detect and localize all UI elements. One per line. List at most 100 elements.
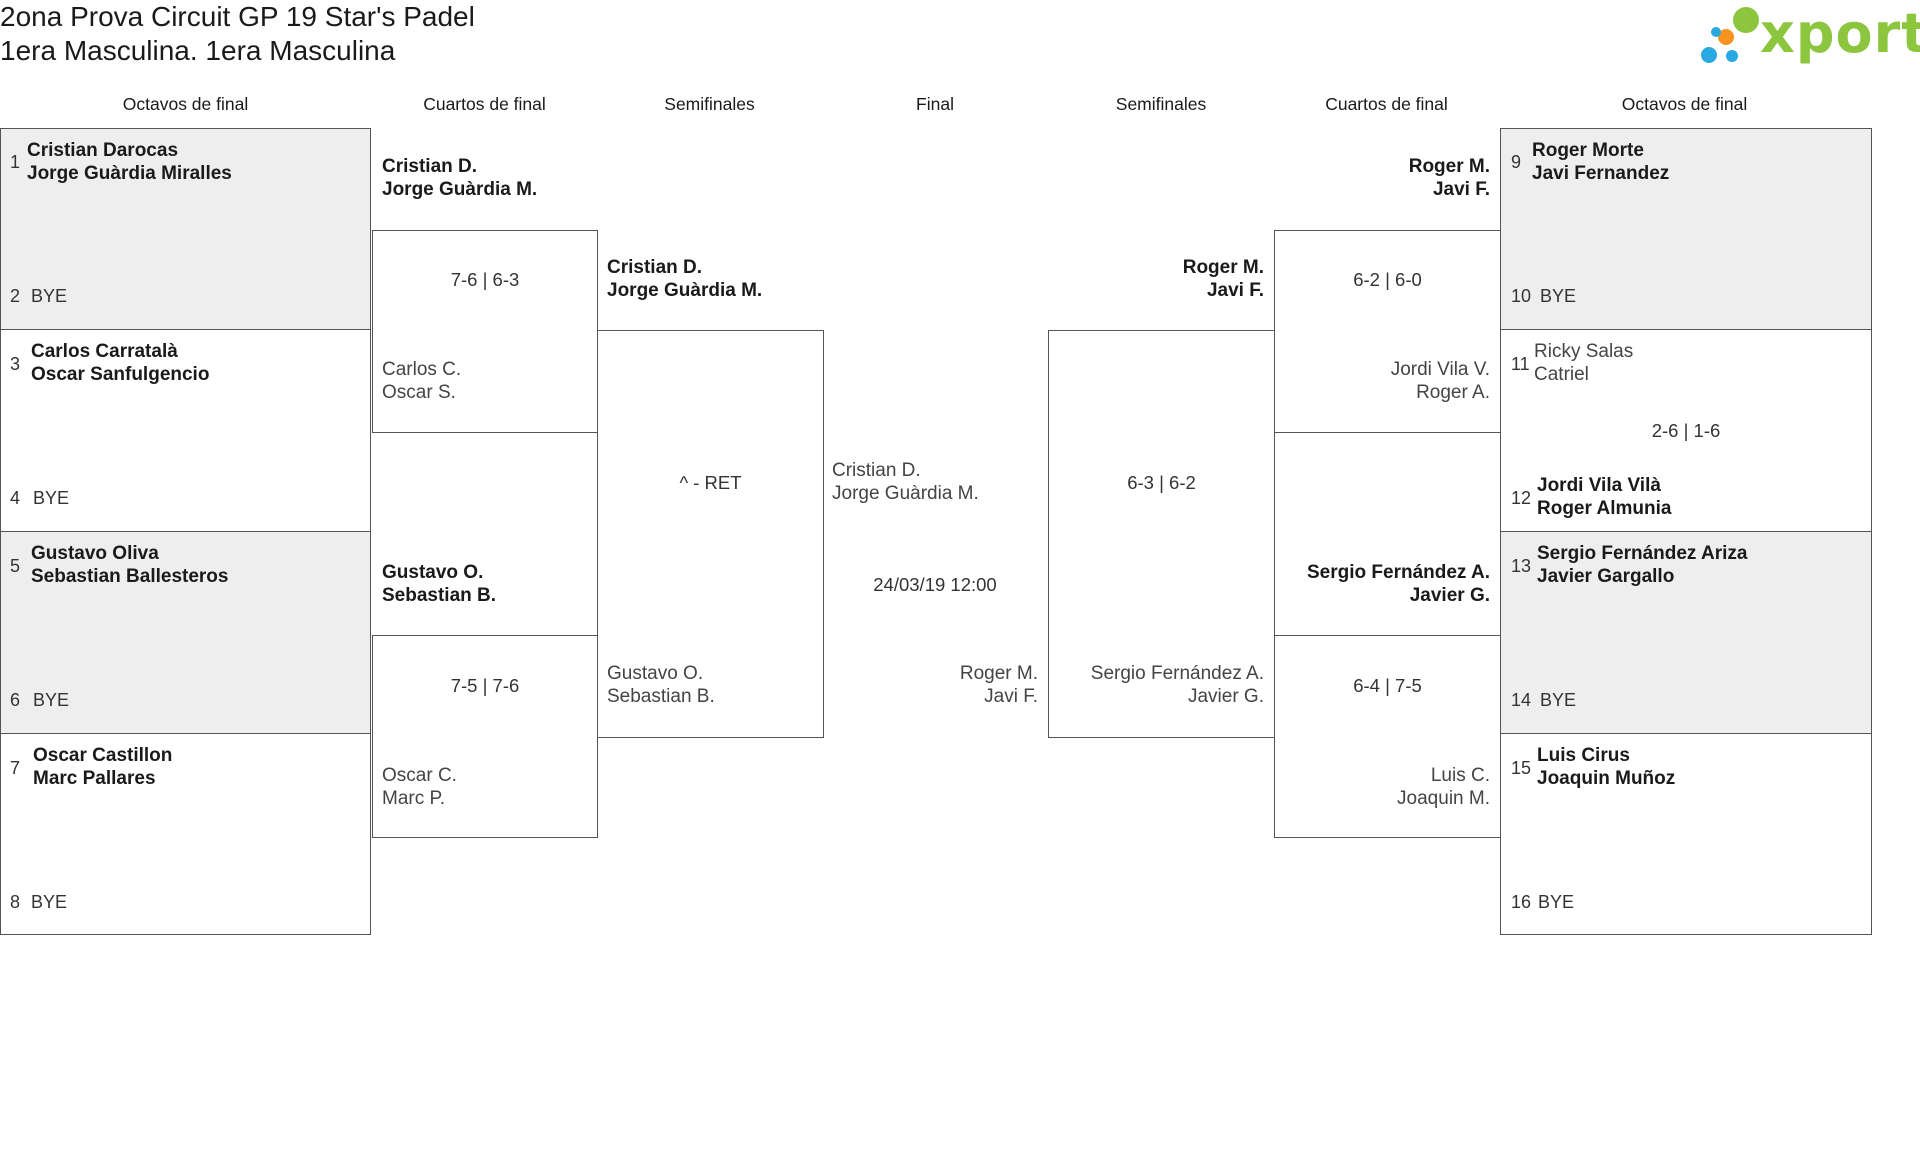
team-name[interactable]: Sergio Fernández Ariza Javier Gargallo [1537, 542, 1747, 588]
bye-label: BYE [31, 286, 68, 306]
player-name: Oscar S. [382, 382, 456, 403]
bye-label: BYE [1538, 892, 1575, 912]
player-name: Roger Almunia [1537, 498, 1672, 519]
team-name[interactable]: Roger M. Javi F. [1284, 155, 1490, 201]
bye-label: BYE [33, 690, 70, 710]
seed-number: 13 [1511, 556, 1532, 576]
team-name[interactable]: Jordi Vila Vilà Roger Almunia [1537, 474, 1671, 520]
match-score: ^ - RET [679, 472, 742, 493]
match-score: 6-2 | 6-0 [1353, 269, 1422, 290]
player-name: Sebastian B. [382, 585, 497, 606]
player-name: Oscar C. [382, 765, 457, 786]
player-name: Gustavo O. [607, 663, 704, 684]
player-name: Luis C. [1430, 765, 1490, 786]
player-name: Marc P. [382, 788, 446, 809]
seed-number: 1 [10, 152, 21, 172]
player-name: Javi F. [1206, 280, 1264, 301]
team-name[interactable]: Cristian Darocas Jorge Guàrdia Miralles [27, 139, 232, 185]
team-name[interactable]: Oscar C. Marc P. [382, 764, 457, 810]
match-box-r16-left-3 [0, 531, 371, 734]
seed-number: 2 [10, 286, 21, 306]
team-name[interactable]: Luis Cirus Joaquin Muñoz [1537, 744, 1675, 790]
player-name: Javi F. [1432, 179, 1490, 200]
bye-label: BYE [33, 488, 70, 508]
player-name: Javier G. [1187, 686, 1264, 707]
team-name[interactable]: Cristian D. Jorge Guàrdia M. [607, 256, 762, 302]
seed-number: 14 [1511, 690, 1532, 710]
player-name: Ricky Salas [1534, 341, 1634, 362]
team-name[interactable]: Jordi Vila V. Roger A. [1284, 358, 1490, 404]
player-name: Jordi Vila V. [1390, 359, 1490, 380]
player-name: Gustavo O. [382, 562, 484, 583]
logo-text: xporty [1760, 2, 1920, 65]
bye-label: BYE [1540, 286, 1577, 306]
player-name: Cristian D. [607, 257, 703, 278]
logo-dots-icon [1701, 7, 1759, 63]
team-name[interactable]: Roger Morte Javi Fernandez [1532, 139, 1669, 185]
team-name[interactable]: Gustavo O. Sebastian B. [607, 662, 715, 708]
col-head-left-r16: Octavos de final [122, 94, 249, 114]
match-box-sf-left [597, 330, 824, 738]
xporty-logo[interactable] [1696, 0, 1920, 70]
col-head-right-qf: Cuartos de final [1325, 94, 1448, 114]
seed-number: 10 [1511, 286, 1532, 306]
team-name[interactable]: Gustavo O. Sebastian B. [382, 561, 496, 607]
player-name: Roger M. [1408, 156, 1490, 177]
team-name[interactable]: Gustavo Oliva Sebastian Ballesteros [31, 542, 228, 588]
match-score: 7-6 | 6-3 [450, 269, 520, 290]
player-name: Catriel [1534, 364, 1589, 385]
seed-number: 12 [1511, 488, 1532, 508]
player-name: Oscar Castillon [33, 745, 173, 766]
player-name: Roger Morte [1532, 140, 1644, 161]
player-name: Jordi Vila Vilà [1537, 475, 1661, 496]
bye-label: BYE [1540, 690, 1577, 710]
team-name[interactable]: Roger M. Javi F. [1058, 256, 1264, 302]
player-name: Carlos C. [382, 359, 462, 380]
team-name[interactable]: Cristian D. Jorge Guàrdia M. [832, 459, 979, 505]
player-name: Cristian Darocas [27, 140, 179, 161]
team-name[interactable]: Carlos C. Oscar S. [382, 358, 461, 404]
team-name[interactable]: Roger M. Javi F. [838, 662, 1038, 708]
col-head-right-sf: Semifinales [1115, 94, 1207, 114]
player-name: Gustavo Oliva [31, 543, 159, 564]
player-name: Marc Pallares [33, 768, 156, 789]
match-score: 7-5 | 7-6 [450, 675, 520, 696]
player-name: Roger M. [1182, 257, 1264, 278]
player-name: Jorge Guàrdia M. [607, 280, 763, 301]
player-name: Cristian D. [832, 460, 921, 481]
player-name: Carlos Carratalà [31, 341, 178, 362]
match-score: 6-4 | 7-5 [1353, 675, 1422, 696]
team-name[interactable]: Luis C. Joaquin M. [1284, 764, 1490, 810]
player-name: Sergio Fernández A. [1307, 562, 1490, 583]
match-datetime: 24/03/19 12:00 [873, 574, 997, 595]
player-name: Sergio Fernández A. [1090, 663, 1264, 684]
match-box-r16-right-1 [1500, 128, 1872, 330]
team-name[interactable]: Sergio Fernández A. Javier G. [1284, 561, 1490, 607]
col-head-right-r16: Octavos de final [1621, 94, 1748, 114]
player-name: Cristian D. [382, 156, 478, 177]
player-name: Oscar Sanfulgencio [31, 364, 210, 385]
team-name[interactable]: Sergio Fernández A. Javier G. [1058, 662, 1264, 708]
player-name: Roger M. [959, 663, 1038, 684]
match-score: 6-3 | 6-2 [1127, 472, 1196, 493]
seed-number: 6 [10, 690, 21, 710]
seed-number: 3 [10, 354, 21, 374]
team-name[interactable]: Cristian D. Jorge Guàrdia M. [382, 155, 537, 201]
player-name: Sebastian B. [607, 686, 715, 707]
team-name[interactable]: Oscar Castillon Marc Pallares [33, 744, 172, 790]
team-name[interactable]: Ricky Salas Catriel [1534, 340, 1633, 386]
match-box-r16-right-3 [1500, 531, 1872, 734]
player-name: Javier Gargallo [1537, 566, 1675, 587]
player-name: Joaquin M. [1397, 788, 1490, 809]
match-box-r16-left-1 [0, 128, 371, 330]
seed-number: 8 [10, 892, 21, 912]
seed-number: 4 [10, 488, 21, 508]
match-box-sf-right [1048, 330, 1275, 738]
player-name: Sebastian Ballesteros [31, 566, 229, 587]
seed-number: 7 [10, 758, 21, 778]
tournament-title: 2ona Prova Circuit GP 19 Star's Padel [0, 1, 475, 32]
col-head-left-sf: Semifinales [664, 94, 755, 114]
seed-number: 5 [10, 556, 21, 576]
team-name[interactable]: Carlos Carratalà Oscar Sanfulgencio [31, 340, 209, 386]
player-name: Jorge Guàrdia M. [382, 179, 538, 200]
